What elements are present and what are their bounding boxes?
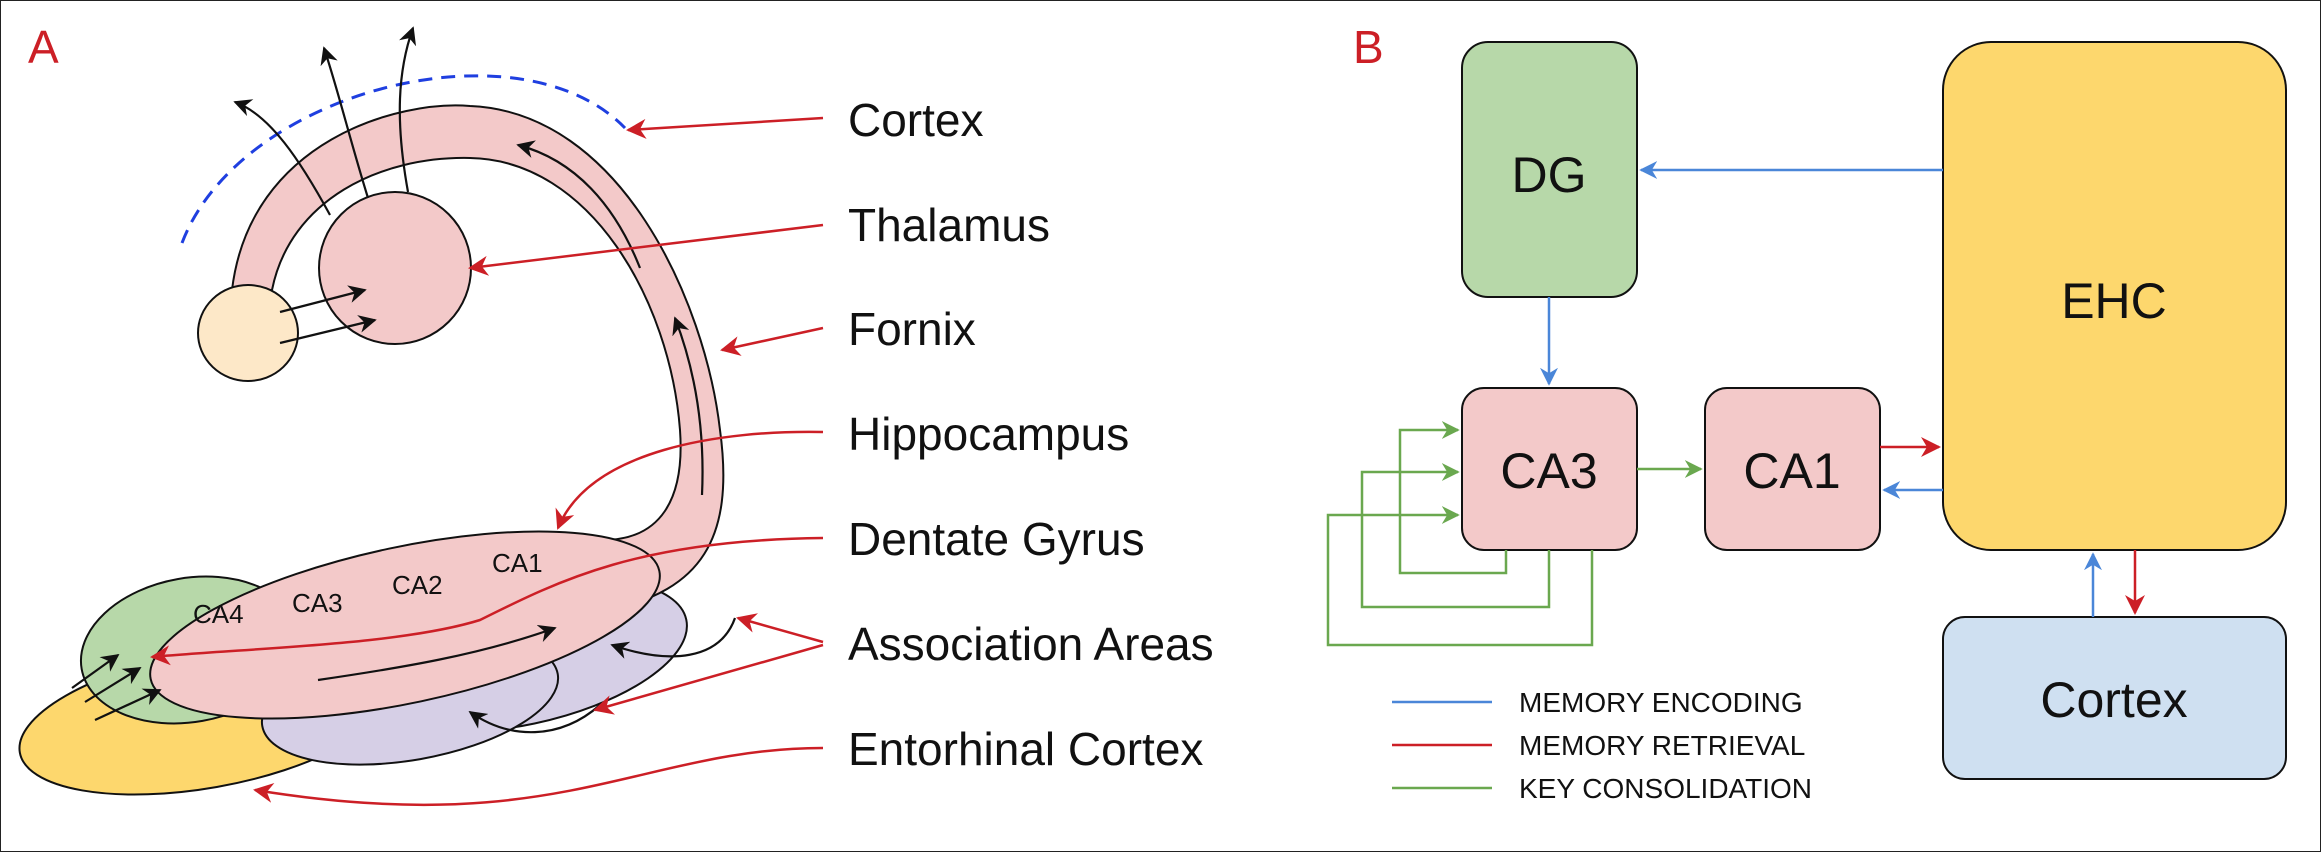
- projection-arrow-3: [398, 26, 417, 193]
- ec-dg-arrow-1: [71, 653, 120, 689]
- association-arrow-1: [610, 617, 737, 659]
- legend-label-encoding: MEMORY ENCODING: [1519, 687, 1803, 718]
- cortex-box: [1942, 616, 2287, 780]
- ca3-subfield-label: CA3: [292, 588, 343, 618]
- thalamus-shape: [318, 191, 472, 345]
- ehc-box-label: EHC: [2061, 273, 2167, 329]
- entorhinal-leader-arrow: [253, 746, 824, 807]
- fornix-flow-arrow-1: [516, 140, 642, 269]
- cortex-dashed-arc: [180, 74, 627, 244]
- hippocampus-leader-arrow: [555, 430, 824, 530]
- cortex-box-label: Cortex: [2040, 672, 2187, 728]
- hippocampus-shape: [149, 530, 661, 720]
- ca1-box: [1704, 387, 1881, 551]
- projection-arrow-2: [320, 46, 370, 199]
- ca2-label: CA2: [392, 570, 443, 600]
- entorhinal-cortex-label: Entorhinal Cortex: [848, 723, 1203, 775]
- association-leader-arrow-2: [593, 643, 824, 715]
- fornix-leader-arrow: [720, 326, 824, 356]
- hippocampus-label: Hippocampus: [848, 408, 1129, 460]
- ehc-box: [1942, 41, 2287, 551]
- hippocampus-flow-arrow: [317, 625, 557, 682]
- panel-a: A CA: [18, 21, 1214, 807]
- mammillary-body-shape: [197, 284, 299, 382]
- projection-arrow-1: [233, 99, 331, 216]
- ca1-box-label: CA1: [1743, 443, 1840, 499]
- ec-dg-arrow-2: [84, 667, 142, 703]
- panel-b-letter: B: [1353, 21, 1384, 73]
- ca3-box-label: CA3: [1500, 443, 1597, 499]
- cortex-leader-arrow: [626, 116, 824, 139]
- association-arrow-2: [468, 704, 601, 734]
- thalamus-label: Thalamus: [848, 199, 1050, 251]
- ca1-subfield-label: CA1: [492, 548, 543, 578]
- legend: MEMORY ENCODING MEMORY RETRIEVAL KEY CON…: [1392, 687, 1812, 804]
- legend-label-consolidation: KEY CONSOLIDATION: [1519, 773, 1812, 804]
- nucleus-thalamus-arrow-2: [279, 315, 377, 345]
- association-leader-arrow-1: [736, 613, 824, 644]
- panel-b: B DG CA3 CA1 EHC Cortex MEMORY ENCODING: [1326, 21, 2287, 804]
- panel-a-letter: A: [28, 21, 59, 73]
- dentate-gyrus-leader-arrow: [150, 536, 824, 666]
- dg-box-label: DG: [1512, 147, 1587, 203]
- ca3-recurrent-loop-2: [1360, 463, 1551, 609]
- fornix-flow-arrow-2: [672, 316, 704, 496]
- cortex-label: Cortex: [848, 94, 983, 146]
- nucleus-thalamus-arrow-1: [279, 285, 367, 314]
- ca4-label: CA4: [193, 599, 244, 629]
- association-areas-label: Association Areas: [848, 618, 1214, 670]
- dentate-gyrus-label: Dentate Gyrus: [848, 513, 1145, 565]
- fornix-label: Fornix: [848, 303, 976, 355]
- legend-label-retrieval: MEMORY RETRIEVAL: [1519, 730, 1805, 761]
- ca3-recurrent-loop-1: [1398, 421, 1508, 575]
- ca3-recurrent-loop-3: [1326, 506, 1594, 647]
- thalamus-leader-arrow: [468, 223, 824, 276]
- ec-dg-arrow-3: [94, 688, 162, 721]
